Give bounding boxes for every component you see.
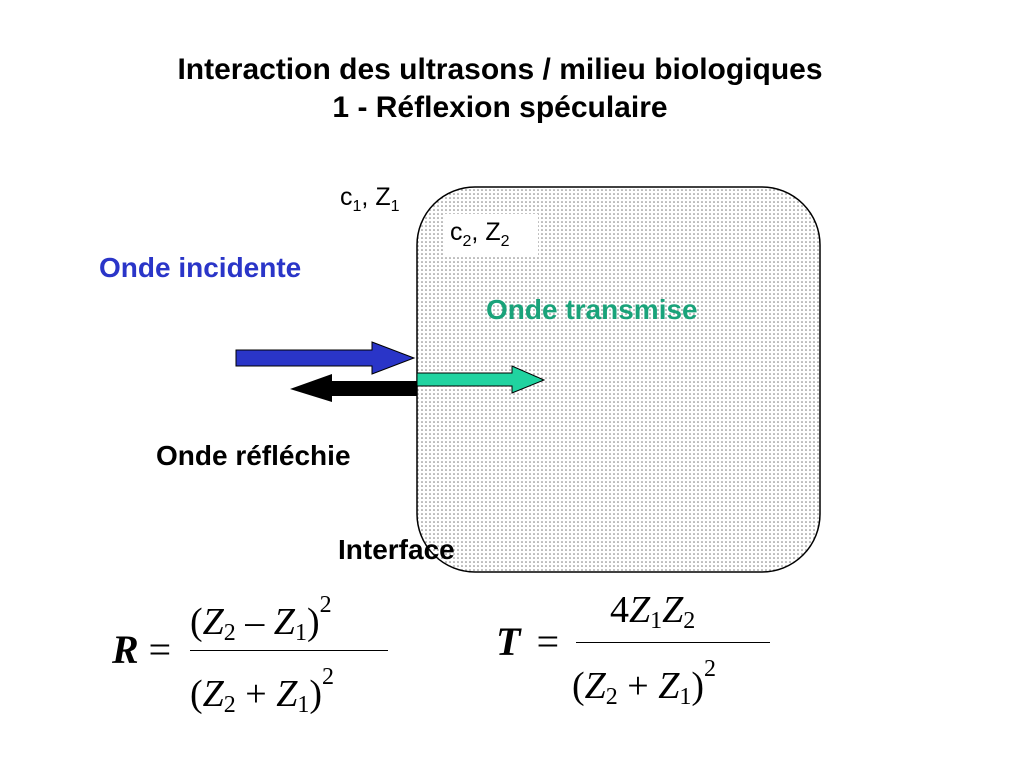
formula-r-equals: = [146,627,173,672]
formula-r-fraction-bar [190,650,388,651]
formula-t-denominator: (Z2 + Z1)2 [572,656,717,710]
transmitted-arrow [416,365,546,394]
formula-t-fraction-bar [576,642,770,643]
incident-wave-label: Onde incidente [99,252,302,283]
formula-t-equals: = [534,619,561,664]
title-line-1: Interaction des ultrasons / milieu biolo… [177,53,823,86]
transmitted-wave-label: Onde transmise [486,294,698,325]
incident-arrow [235,341,416,375]
formula-t-numerator: 4Z1Z2 [610,589,696,634]
formula-t-lhs: T [496,619,521,664]
formula-r-denominator: (Z2 + Z1)2 [190,664,335,718]
medium-1-label: c1, Z1 [340,183,400,215]
medium-2-label: c2, Z2 [450,218,510,250]
formula-r-lhs: R [112,627,139,672]
medium-2-label-patch [445,214,538,256]
title-line-2: 1 - Réflexion spéculaire [332,91,668,124]
reflected-wave-label: Onde réfléchie [156,440,351,471]
interface-label: Interface [338,534,455,565]
reflected-arrow [290,374,417,402]
formula-r-numerator: (Z2 – Z1)2 [190,592,332,646]
